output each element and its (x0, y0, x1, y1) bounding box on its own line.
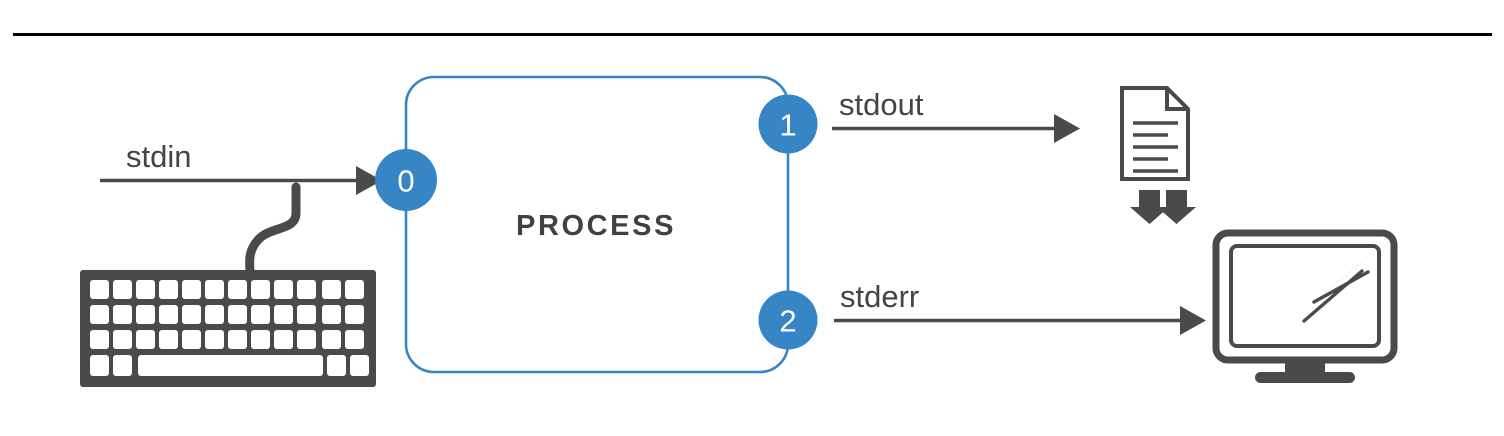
document-icon (1120, 86, 1190, 181)
fd-circle-0[interactable]: 0 (375, 149, 437, 211)
monitor-icon (1212, 229, 1398, 383)
stdin-label: stdin (126, 139, 191, 174)
fd-2-number: 2 (779, 304, 796, 339)
keyboard-icon (80, 182, 376, 387)
process-box (404, 75, 790, 374)
stdout-arrow (832, 114, 1080, 143)
process-label: PROCESS (516, 210, 676, 242)
stdin-arrow (100, 166, 382, 195)
fd-1-number: 1 (779, 108, 796, 143)
stderr-arrow (834, 306, 1206, 335)
fd-0-number: 0 (397, 164, 414, 199)
fd-circle-2[interactable]: 2 (758, 290, 818, 350)
stderr-label: stderr (840, 279, 919, 314)
down-arrows-icon (1130, 190, 1196, 224)
stdout-label: stdout (839, 87, 924, 122)
fd-circle-1[interactable]: 1 (758, 94, 818, 154)
